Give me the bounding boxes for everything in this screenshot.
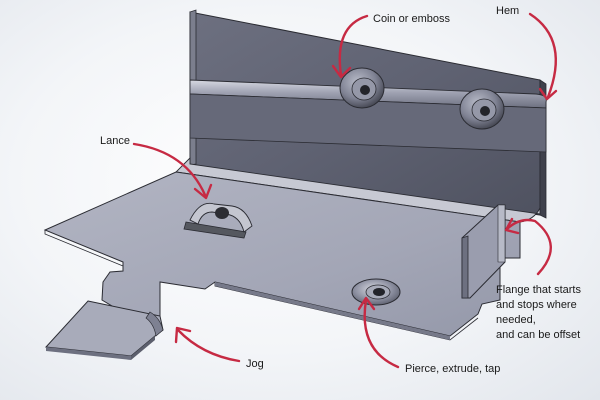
pierce-extrude-tap-label: Pierce, extrude, tap — [405, 363, 501, 375]
arrow-lance-head — [193, 183, 213, 200]
arrow-hem-head — [538, 87, 558, 101]
jog-tab — [44, 300, 164, 360]
arrow-flange-head — [504, 217, 520, 235]
emboss-feature-left — [339, 67, 385, 109]
arrow-flange — [505, 218, 552, 276]
hem-label: Hem — [496, 5, 520, 17]
flange-label-line-2: and stops where — [496, 299, 577, 311]
emboss-feature-right — [459, 88, 505, 130]
arrow-coin-head — [331, 64, 352, 79]
lance-label: Lance — [100, 135, 130, 147]
annotation-arrows — [132, 12, 558, 369]
flange-label-line-1: Flange that starts — [496, 284, 581, 296]
base-plate — [43, 171, 521, 341]
arrow-pierce — [363, 298, 400, 369]
pierce-extrude-feature — [351, 278, 401, 306]
arrow-hem — [528, 12, 558, 99]
arrow-lance — [132, 142, 207, 197]
side-flange — [461, 204, 506, 299]
arrow-jog-head — [174, 326, 192, 344]
flange-label-line-3: needed, — [496, 314, 536, 326]
flange-label-line-4: and can be offset — [496, 329, 581, 341]
coin-emboss-label: Coin or emboss — [373, 13, 451, 25]
arrow-jog — [176, 328, 241, 363]
lance-feature — [183, 202, 253, 239]
arrow-pierce-head — [357, 296, 376, 311]
jog-label: Jog — [246, 358, 264, 370]
arrow-coin — [338, 14, 369, 77]
flange-label: Flange that starts and stops where neede… — [496, 283, 600, 343]
